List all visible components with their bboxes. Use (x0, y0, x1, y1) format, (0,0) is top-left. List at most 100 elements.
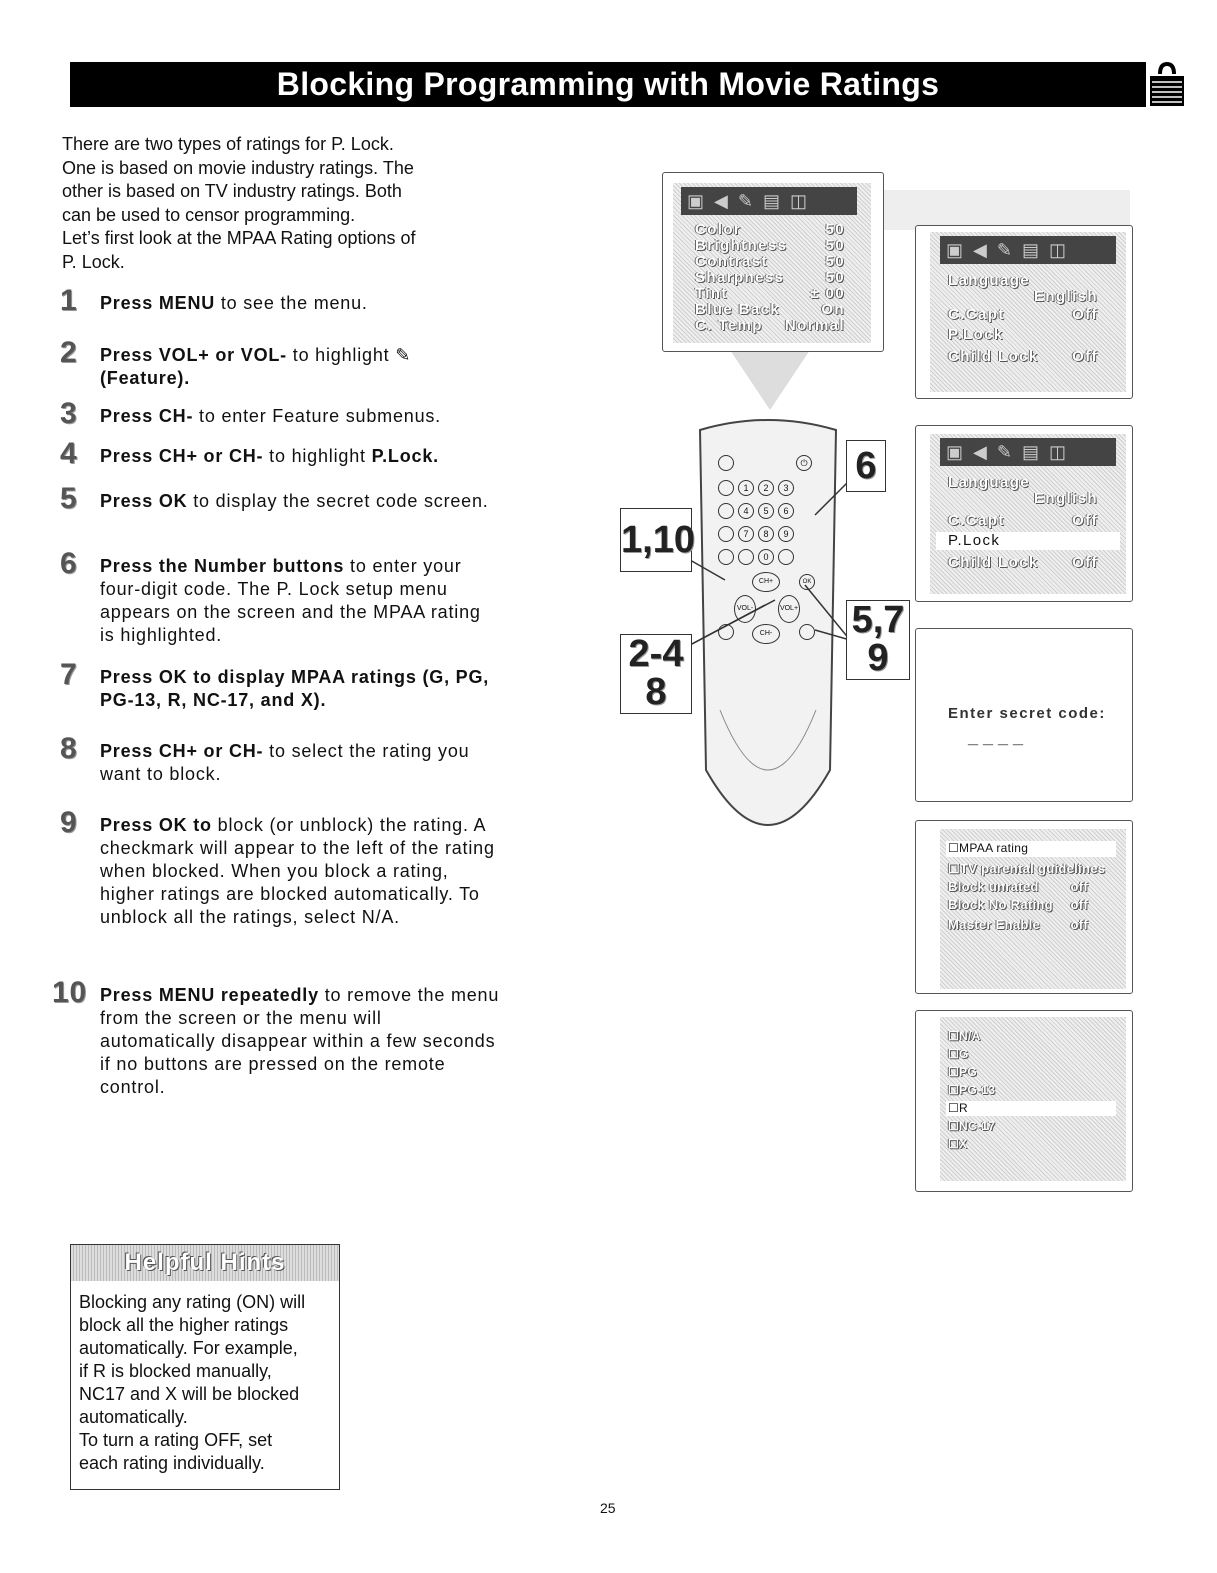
volume-up-button[interactable]: VOL+ (778, 595, 800, 623)
number-key[interactable]: 5 (758, 503, 774, 519)
secret-code-input[interactable]: _ _ _ _ (968, 727, 1024, 747)
step-action: Press CH- (100, 406, 194, 426)
remote-control-illustration (698, 419, 838, 826)
menu-item-tv-guidelines: ☐TV parental guidelines (948, 861, 1106, 876)
step-text: to see the menu. (215, 293, 368, 313)
rating-item: ☐NC-17 (948, 1119, 996, 1133)
a-ch-button[interactable] (718, 549, 734, 565)
menu-item-plock-selected: P.Lock (948, 532, 1001, 549)
step-number: 2 (60, 336, 78, 369)
menu-item-mpaa-rating: ☐MPAA rating (948, 841, 1029, 855)
picture-button[interactable] (718, 624, 734, 640)
tv-screen-mpaa-ratings: ☐N/A ☐G ☐PG ☐PG-13 ☐R ☐NC-17 ☐X (915, 1010, 1133, 1192)
av-button[interactable] (718, 480, 734, 496)
sleep-button[interactable] (718, 526, 734, 542)
number-key[interactable]: 4 (738, 503, 754, 519)
menu-icon-bar: ▣ ◀ ✎ ▤ ◫ (940, 236, 1116, 264)
display-button[interactable] (718, 503, 734, 519)
mute-button[interactable] (778, 549, 794, 565)
rating-item: ☐N/A (948, 1029, 981, 1043)
feature-icon: ✎ (395, 345, 412, 365)
channel-up-button[interactable]: CH+ (752, 572, 780, 592)
callout-steps-1-10: 1,10 (620, 508, 695, 572)
channel-down-button[interactable]: CH- (752, 624, 780, 644)
menu-item-language: Language (948, 474, 1031, 491)
menu-item-plock: P.Lock (948, 326, 1004, 343)
step-action: Press OK (100, 491, 188, 511)
number-key[interactable]: 8 (758, 526, 774, 542)
rating-item: ☐X (948, 1137, 968, 1151)
favorite-button[interactable] (738, 549, 754, 565)
step-text: P.Lock. (371, 446, 439, 466)
intro-line: can be used to censor programming. (62, 204, 356, 225)
clock-icon: ◫ (1048, 239, 1066, 260)
power-button[interactable] (718, 455, 734, 471)
step-number: 7 (60, 658, 78, 691)
number-key[interactable]: 7 (738, 526, 754, 542)
step-text: to highlight (286, 345, 396, 365)
step-action: Press CH+ or CH- (100, 446, 264, 466)
menu-icon-bar: ▣ ◀ ✎ ▤ ◫ (681, 187, 857, 215)
feature-icon: ✎ (996, 239, 1012, 260)
callout-label: 9 (867, 637, 889, 679)
page-number: 25 (600, 1500, 616, 1516)
hint-line: each rating individually. (79, 1453, 265, 1473)
step-number: 5 (60, 482, 78, 515)
sound-button[interactable] (799, 624, 815, 640)
callout-label: 2-4 (628, 633, 684, 675)
hint-line: block all the higher ratings (79, 1315, 289, 1335)
install-icon: ▤ (1021, 239, 1039, 260)
number-key[interactable]: 6 (778, 503, 794, 519)
sound-icon: ◀ (973, 441, 987, 462)
callout-pointers (689, 479, 851, 646)
number-key[interactable]: 9 (778, 526, 794, 542)
callout-steps-5-7-9: 5,7 9 (846, 600, 910, 680)
secret-code-prompt: Enter secret code: (948, 705, 1106, 722)
number-key[interactable]: 0 (758, 549, 774, 565)
step-number: 8 (60, 732, 78, 765)
number-key[interactable]: 2 (758, 480, 774, 496)
hint-line: automatically. For example, (79, 1338, 298, 1358)
intro-line: One is based on movie industry ratings. … (62, 157, 414, 178)
hints-body: Blocking any rating (ON) will block all … (71, 1281, 339, 1485)
selection-highlight (936, 532, 1120, 550)
number-key[interactable]: 1 (738, 480, 754, 496)
feature-icon: ✎ (737, 190, 753, 211)
ok-button[interactable]: OK (799, 574, 815, 590)
number-key[interactable]: 3 (778, 480, 794, 496)
install-icon: ▤ (762, 190, 780, 211)
intro-text: There are two types of ratings for P. Lo… (62, 133, 482, 274)
clock-icon: ◫ (789, 190, 807, 211)
step-number: 6 (60, 547, 78, 580)
callout-label: 8 (645, 671, 667, 713)
picture-icon: ▣ (687, 190, 705, 211)
step-action: Press the Number buttons (100, 556, 345, 576)
rating-item: ☐PG (948, 1065, 977, 1079)
standby-button[interactable]: ⏻ (796, 455, 812, 471)
step-action: Press VOL+ or VOL- (100, 345, 287, 365)
step-text: (Feature). (100, 368, 191, 388)
menu-item-tint: Tint± 00 (695, 285, 845, 302)
picture-icon: ▣ (946, 239, 964, 260)
step-action: Press CH+ or CH- (100, 741, 264, 761)
hint-line: automatically. (79, 1407, 188, 1427)
hint-line: if R is blocked manually, (79, 1361, 272, 1381)
screen-display (940, 1017, 1126, 1181)
step-number: 4 (60, 437, 78, 470)
step-action: Press OK to display MPAA ratings (G, PG,… (100, 667, 490, 710)
rating-item: ☐PG-13 (948, 1083, 996, 1097)
callout-label: 5,7 (851, 599, 905, 641)
intro-line: There are two types of ratings for P. Lo… (62, 134, 394, 154)
rating-item: ☐G (948, 1047, 969, 1061)
volume-down-button[interactable]: VOL- (734, 595, 756, 623)
